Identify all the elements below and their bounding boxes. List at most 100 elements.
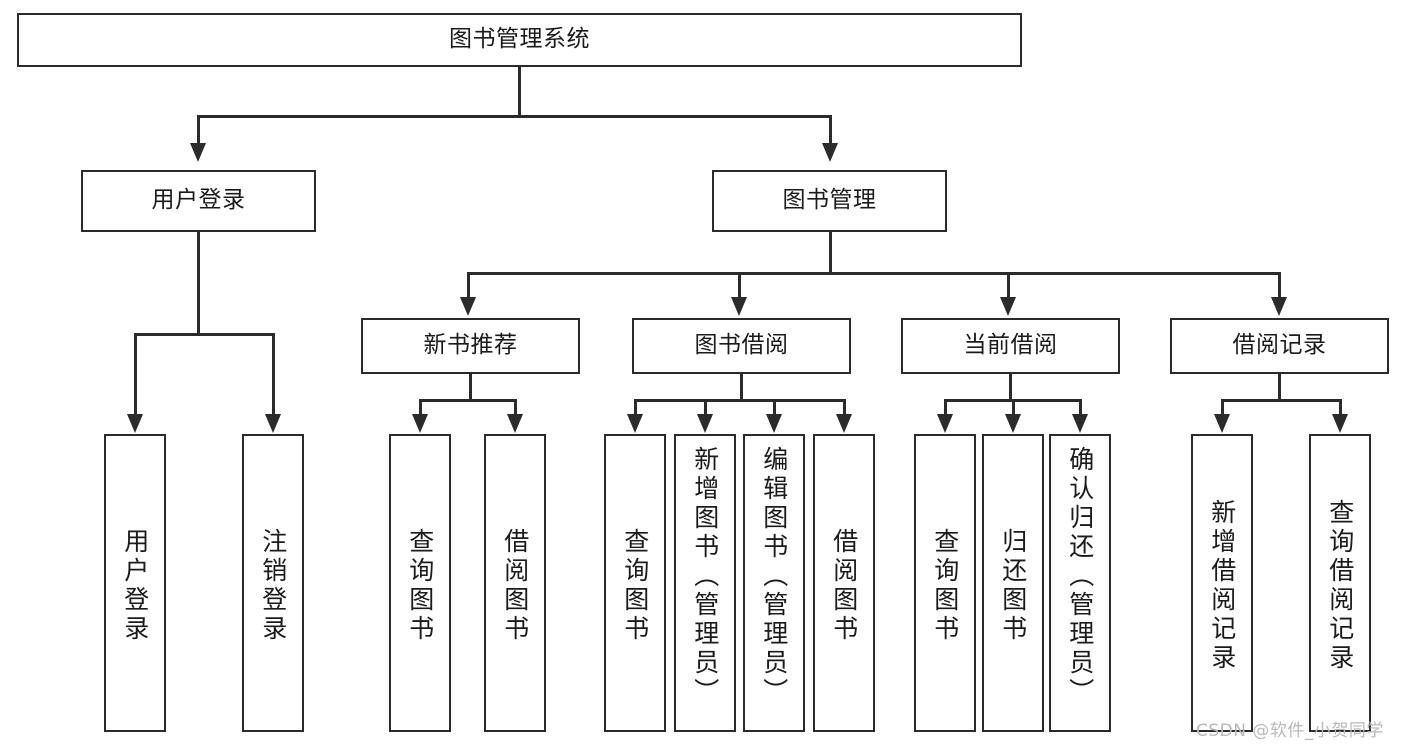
connector-newbook-to-leaf2	[514, 399, 517, 416]
leaf-logout[interactable]: 注销登录	[242, 434, 304, 732]
arrow-bookborrow-to-leaf3	[766, 414, 782, 433]
node-label: 注销登录	[258, 528, 288, 644]
leaf-add-borrow-record[interactable]: 新增借阅记录	[1191, 434, 1253, 732]
connector-bookmgmt-to-l3b	[738, 272, 741, 299]
leaf-query-book-borrow[interactable]: 查询图书	[604, 434, 666, 732]
arrow-userlogin-to-leaf2	[265, 414, 281, 433]
node-label: 确认归还（管理员）	[1065, 446, 1095, 707]
leaf-query-borrow-record[interactable]: 查询借阅记录	[1309, 434, 1371, 732]
node-book-management[interactable]: 图书管理	[712, 170, 947, 232]
leaf-inner: 编辑图书（管理员）	[745, 442, 803, 734]
leaf-inner: 查询图书	[916, 442, 974, 730]
arrow-bookmgmt-to-l3a	[460, 297, 476, 316]
leaf-borrow-book[interactable]: 借阅图书	[813, 434, 875, 732]
arrow-root-to-bookmgmt	[822, 143, 838, 162]
node-current-borrow[interactable]: 当前借阅	[901, 318, 1120, 374]
leaf-inner: 确认归还（管理员）	[1051, 442, 1109, 734]
connector-bookmgmt-stem	[829, 232, 832, 274]
leaf-inner: 新增借阅记录	[1193, 442, 1251, 730]
arrow-borrowrecord-to-leaf2	[1332, 414, 1348, 433]
connector-bookmgmt-to-l3d	[1278, 272, 1281, 299]
node-label: 图书借阅	[694, 332, 789, 359]
connector-root-stem	[518, 67, 521, 116]
connector-userlogin-bus	[134, 333, 275, 336]
arrow-bookmgmt-to-l3d	[1271, 297, 1287, 316]
node-book-borrow[interactable]: 图书借阅	[632, 318, 851, 374]
leaf-inner: 注销登录	[244, 442, 302, 730]
leaf-inner: 借阅图书	[815, 442, 873, 730]
node-label: 借阅图书	[829, 528, 859, 644]
connector-newbook-stem	[469, 374, 472, 401]
node-label: 用户登录	[151, 187, 246, 214]
leaf-inner: 查询图书	[606, 442, 664, 730]
leaf-edit-book-admin[interactable]: 编辑图书（管理员）	[743, 434, 805, 732]
arrow-bookborrow-to-leaf4	[836, 414, 852, 433]
arrow-currentborrow-to-leaf1	[937, 414, 953, 433]
node-label: 新书推荐	[423, 332, 518, 359]
arrow-currentborrow-to-leaf3	[1072, 414, 1088, 433]
connector-userlogin-to-leaf1	[134, 333, 137, 416]
watermark-text: CSDN @软件_小贺同学	[1196, 721, 1384, 741]
leaf-add-book-admin[interactable]: 新增图书（管理员）	[674, 434, 736, 732]
leaf-confirm-return-admin[interactable]: 确认归还（管理员）	[1049, 434, 1111, 732]
connector-bookmgmt-to-l3c	[1007, 272, 1010, 299]
connector-bookborrow-to-leaf3	[773, 399, 776, 416]
leaf-borrow-book-recommend[interactable]: 借阅图书	[484, 434, 546, 732]
connector-currentborrow-stem	[1009, 374, 1012, 401]
connector-bookmgmt-to-l3a	[467, 272, 470, 299]
node-label: 新增图书（管理员）	[690, 446, 720, 707]
node-label: 用户登录	[120, 528, 150, 644]
connector-bookborrow-stem	[740, 374, 743, 401]
leaf-inner: 借阅图书	[486, 442, 544, 730]
node-label: 图书管理	[782, 187, 877, 214]
connector-bookborrow-to-leaf2	[704, 399, 707, 416]
node-label: 查询图书	[620, 528, 650, 644]
connector-borrowrecord-to-leaf1	[1221, 399, 1224, 416]
node-label: 查询图书	[405, 528, 435, 644]
node-label: 图书管理系统	[449, 26, 590, 53]
connector-newbook-to-leaf1	[419, 399, 422, 416]
arrow-newbook-to-leaf2	[507, 414, 523, 433]
leaf-query-book-current[interactable]: 查询图书	[914, 434, 976, 732]
connector-borrowrecord-stem	[1278, 374, 1281, 401]
connector-borrowrecord-to-leaf2	[1339, 399, 1342, 416]
connector-currentborrow-to-leaf1	[944, 399, 947, 416]
node-borrow-record[interactable]: 借阅记录	[1170, 318, 1389, 374]
arrow-borrowrecord-to-leaf1	[1214, 414, 1230, 433]
arrow-newbook-to-leaf1	[412, 414, 428, 433]
leaf-query-book-recommend[interactable]: 查询图书	[389, 434, 451, 732]
node-new-book-recommend[interactable]: 新书推荐	[361, 318, 580, 374]
leaf-return-book[interactable]: 归还图书	[982, 434, 1044, 732]
node-label: 当前借阅	[963, 332, 1058, 359]
connector-currentborrow-to-leaf3	[1079, 399, 1082, 416]
connector-bookborrow-to-leaf1	[634, 399, 637, 416]
arrow-bookmgmt-to-l3c	[1000, 297, 1016, 316]
connector-currentborrow-to-leaf2	[1012, 399, 1015, 416]
connector-borrowrecord-bus	[1221, 399, 1341, 402]
leaf-inner: 查询图书	[391, 442, 449, 730]
connector-bookborrow-to-leaf4	[843, 399, 846, 416]
connector-bookmgmt-bus	[467, 272, 1280, 275]
node-label: 借阅图书	[500, 528, 530, 644]
node-user-login[interactable]: 用户登录	[81, 170, 316, 232]
arrow-currentborrow-to-leaf2	[1005, 414, 1021, 433]
leaf-inner: 用户登录	[106, 442, 164, 730]
connector-userlogin-stem	[197, 232, 200, 335]
leaf-user-login[interactable]: 用户登录	[104, 434, 166, 732]
connector-root-to-userlogin	[197, 115, 200, 143]
node-label: 新增借阅记录	[1207, 499, 1237, 673]
connector-root-to-bookmgmt	[829, 115, 832, 143]
leaf-inner: 归还图书	[984, 442, 1042, 730]
leaf-inner: 新增图书（管理员）	[676, 442, 734, 734]
node-label: 查询图书	[930, 528, 960, 644]
node-root-system[interactable]: 图书管理系统	[17, 13, 1022, 67]
arrow-bookborrow-to-leaf2	[697, 414, 713, 433]
node-label: 查询借阅记录	[1325, 499, 1355, 673]
node-label: 编辑图书（管理员）	[759, 446, 789, 707]
connector-userlogin-to-leaf2	[272, 333, 275, 416]
node-label: 归还图书	[998, 528, 1028, 644]
node-label: 借阅记录	[1232, 332, 1327, 359]
arrow-root-to-userlogin	[190, 143, 206, 162]
arrow-bookborrow-to-leaf1	[627, 414, 643, 433]
